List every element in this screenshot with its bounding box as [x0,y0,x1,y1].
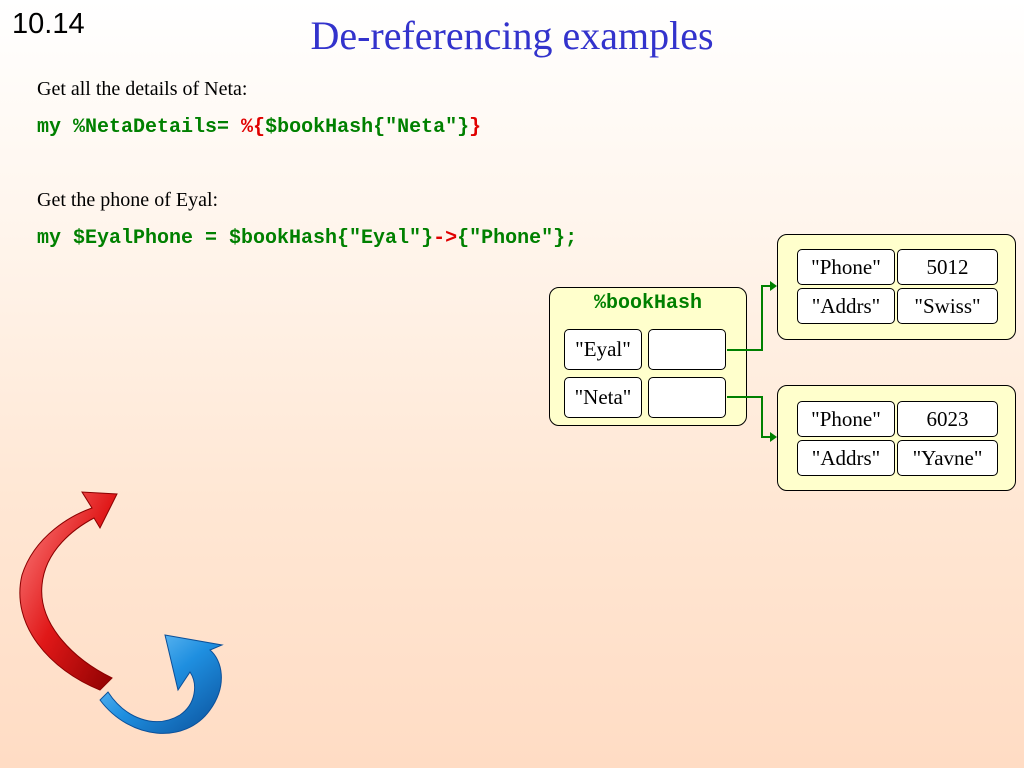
record-neta-addrs-value: "Yavne" [897,440,998,476]
code-segment: {"Phone"}; [457,227,578,250]
arrowhead-neta [770,432,777,442]
record-neta-addrs-key: "Addrs" [797,440,895,476]
code-segment-highlight: %{ [241,116,266,139]
slide-number: 10.14 [12,8,85,40]
hash-ref-neta [648,377,726,418]
code-segment: my %NetaDetails= [37,116,242,139]
record-eyal-addrs-key: "Addrs" [797,288,895,324]
slide-title: De-referencing examples [310,13,714,58]
arrow-neta-to-record [727,396,770,438]
hash-key-neta: "Neta" [564,377,642,418]
record-neta-phone-value: 6023 [897,401,998,437]
record-eyal-phone-value: 5012 [897,249,998,285]
record-eyal-addrs-value: "Swiss" [897,288,998,324]
record-eyal-phone-key: "Phone" [797,249,895,285]
code-segment: my $EyalPhone = $bookHash{"Eyal"} [37,227,434,250]
red-swirl-arrow-icon [19,491,118,691]
arrowhead-eyal [770,281,777,291]
record-neta-phone-key: "Phone" [797,401,895,437]
caption-eyal-phone: Get the phone of Eyal: [37,189,219,211]
arrow-eyal-to-record [727,285,770,351]
code-segment: $bookHash{"Neta"} [265,116,470,139]
hash-key-eyal: "Eyal" [564,329,642,370]
code-segment-highlight: -> [433,227,458,250]
hash-ref-eyal [648,329,726,370]
bookhash-label: %bookHash [593,292,703,315]
code-neta-details: my %NetaDetails= %{$bookHash{"Neta"}} [37,116,481,139]
blue-swirl-arrow-icon [99,634,224,734]
code-segment-highlight: } [469,116,482,139]
caption-neta-details: Get all the details of Neta: [37,78,248,100]
code-eyal-phone: my $EyalPhone = $bookHash{"Eyal"}->{"Pho… [37,227,577,250]
